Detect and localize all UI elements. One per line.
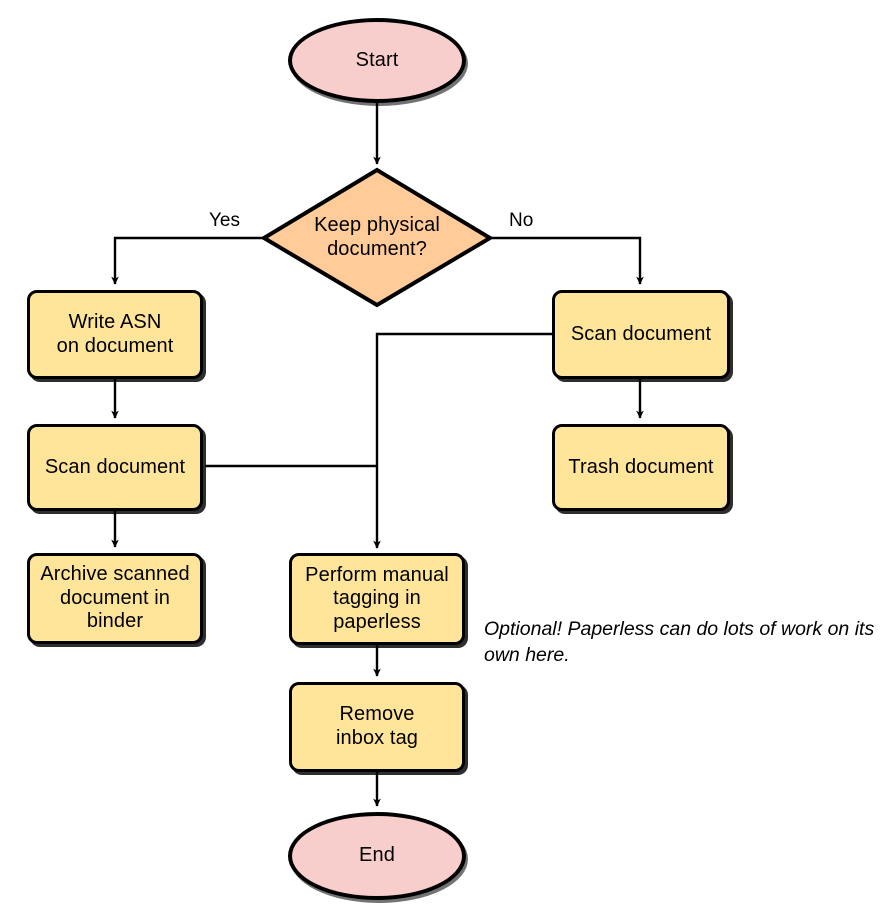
node-scan-document-right-label: Scan document bbox=[570, 322, 712, 345]
node-decision-label: Keep physical document? bbox=[314, 213, 440, 260]
edge-decision-no-to-scan-right bbox=[490, 236, 644, 285]
node-scan-document-right[interactable]: Scan document bbox=[552, 290, 730, 379]
node-write-asn-label: Write ASN on document bbox=[56, 310, 174, 357]
annotation-optional-note-text: Optional! Paperless can do lots of work … bbox=[484, 617, 875, 666]
edge-label-yes: Yes bbox=[209, 210, 240, 231]
node-archive-scanned-document-in-binder[interactable]: Archive scanned document in binder bbox=[27, 553, 203, 644]
node-manual-tagging-label: Perform manual tagging in paperless bbox=[305, 563, 449, 633]
node-end-label: End bbox=[359, 844, 395, 867]
node-remove-inbox-tag[interactable]: Remove inbox tag bbox=[289, 682, 465, 772]
edge-scan-right-to-manual-tag bbox=[373, 332, 552, 549]
node-trash-document[interactable]: Trash document bbox=[552, 424, 730, 511]
node-start-label: Start bbox=[355, 48, 399, 71]
decision-diamond-shape bbox=[260, 167, 494, 308]
node-remove-inbox-tag-label: Remove inbox tag bbox=[335, 703, 419, 749]
edge-decision-yes-to-write-asn bbox=[111, 236, 264, 285]
node-trash-document-label: Trash document bbox=[568, 455, 714, 478]
node-keep-physical-document[interactable]: Keep physical document? bbox=[264, 170, 490, 305]
node-perform-manual-tagging-in-paperless[interactable]: Perform manual tagging in paperless bbox=[289, 553, 465, 645]
node-write-asn-on-document[interactable]: Write ASN on document bbox=[27, 290, 203, 379]
node-end[interactable]: End bbox=[288, 812, 466, 900]
edge-label-no: No bbox=[509, 210, 534, 231]
node-scan-document-left-label: Scan document bbox=[44, 455, 186, 478]
node-start[interactable]: Start bbox=[288, 18, 466, 103]
node-scan-document-left[interactable]: Scan document bbox=[27, 424, 203, 511]
annotation-optional-note: Optional! Paperless can do lots of work … bbox=[484, 591, 888, 669]
node-archive-label: Archive scanned document in binder bbox=[40, 563, 190, 633]
